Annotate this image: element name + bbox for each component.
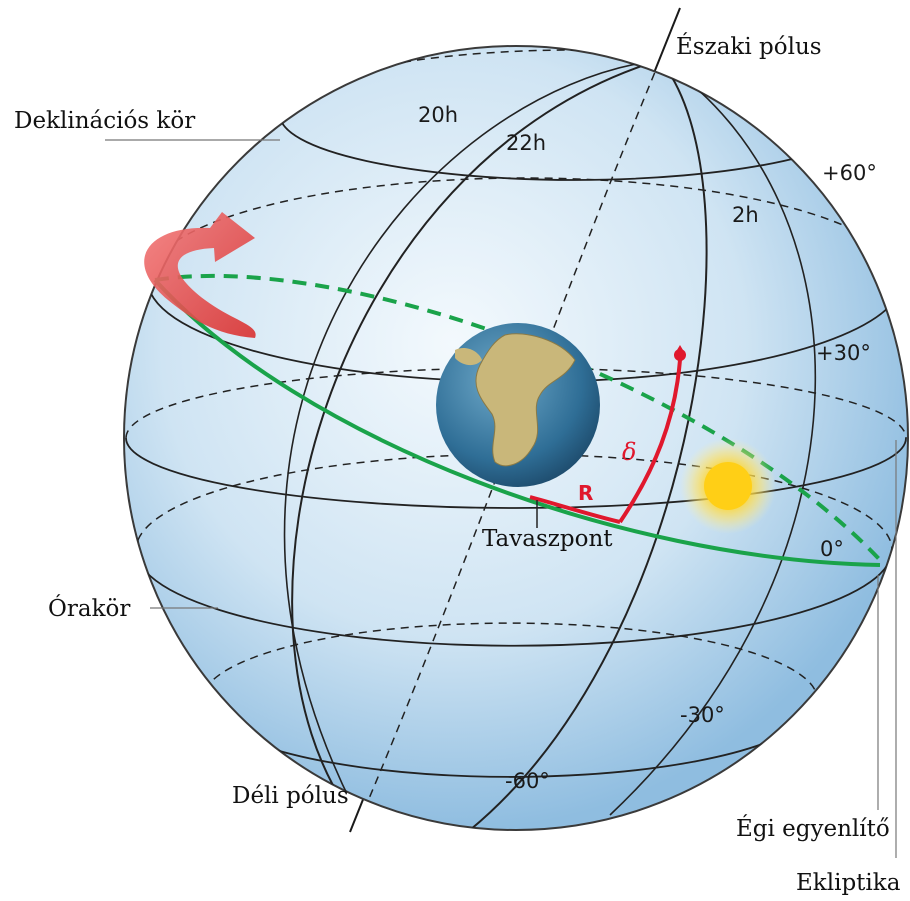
sun [680, 438, 776, 534]
hour-mark-20h: 20h [418, 103, 458, 127]
ecliptic-back [154, 273, 882, 562]
ecliptic-front [153, 278, 881, 567]
right-ascension-arc [529, 495, 621, 524]
celestial-equator-label: Égi egyenlítő [736, 815, 890, 842]
vernal-equinox-label: Tavaszpont [482, 526, 613, 552]
declination-arc [618, 359, 682, 524]
hour-circle-back [359, 59, 661, 821]
declination-symbol: δ [622, 438, 636, 466]
hour-circle-front-left [291, 59, 661, 821]
declination-circle-minus30 [135, 539, 891, 647]
ecliptic-label: Ekliptika [796, 870, 901, 896]
hour-mark-2h: 2h [732, 203, 759, 227]
declination-mark-zero: 0° [820, 537, 844, 561]
north-pole-label: Északi pólus [676, 33, 822, 60]
hour-circle-label: Órakör [48, 595, 130, 622]
celestial-equator [125, 437, 907, 509]
hour-mark-22h: 22h [506, 131, 546, 155]
earth-globe [436, 323, 600, 487]
south-pole-label: Déli pólus [232, 783, 349, 809]
rotation-arrow [144, 212, 256, 338]
declination-mark-plus60: +60° [822, 161, 877, 185]
hour-circle-right [609, 59, 817, 816]
declination-mark-minus60: -60° [505, 769, 550, 793]
declination-circle-label: Deklinációs kör [14, 108, 195, 134]
declination-mark-minus30: -30° [680, 703, 725, 727]
hour-circle-left [283, 59, 661, 821]
declination-mark-plus30: +30° [816, 341, 871, 365]
right-ascension-symbol: R [578, 481, 593, 505]
